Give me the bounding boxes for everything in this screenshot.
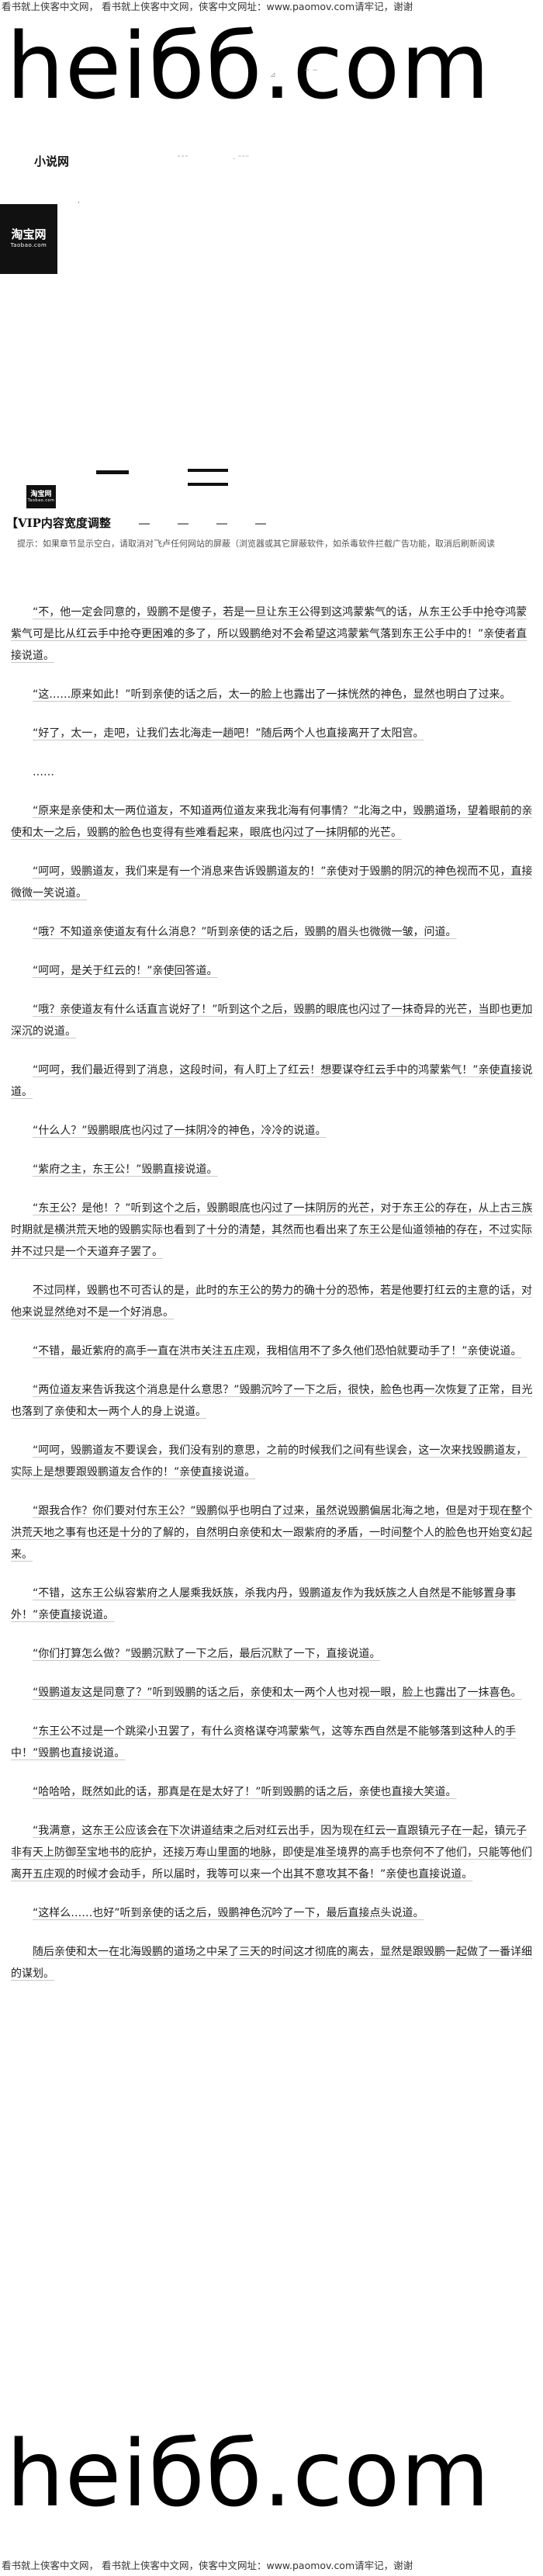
paragraph: “哦？亲使道友有什么话直言说好了！”听到这个之后，毁鹏的眼底也闪过了一抹奇异的光… [11,1004,533,1038]
paragraph: “呵呵，毁鹏道友，我们来是有一个消息来告诉毁鹏道友的！”亲使对于毁鹏的阴沉的神色… [11,865,533,900]
paragraph: “毁鹏道友这是同意了？”听到毁鹏的话之后，亲使和太一两个人也对视一眼，脸上也露出… [33,1687,522,1699]
watermark-top: heiбб.com [6,20,491,112]
top-banner: 看书就上侠客中文网， 看书就上侠客中文网，侠客中文网址：www.paomov.c… [2,1,413,12]
paragraph: …… [33,766,54,778]
paragraph: “这样么……也好”听到亲使的话之后，毁鹏神色沉吟了一下，最后直接点头说道。 [33,1907,424,1919]
logo-text: 淘宝网 [30,491,52,498]
paragraph: “什么人？”毁鹏眼底也闪过了一抹阴冷的神色，冷冷的说道。 [33,1125,327,1137]
notice-heading-text: 【VIP内容宽度调整 [6,516,111,530]
paragraph: “不，他一定会同意的，毁鹏不是傻子，若是一旦让东王公得到这鸿蒙紫气的话，从东王公… [11,606,527,662]
taobao-logo-small[interactable]: 淘宝网 Taobao.com [26,485,56,508]
taobao-logo[interactable]: 淘宝网 Taobao.com [0,204,57,274]
tiny-mark: ' [78,201,80,209]
paragraph: “紫府之主，东王公！”毁鹏直接说道。 [33,1163,218,1176]
paragraph: 随后亲使和太一在北海毁鹏的道场之中呆了三天的时间这才彻底的离去，显然是跟毁鹏一起… [11,1946,532,1980]
notice-text: 提示：如果章节显示空白，请取消对飞卢任何网站的屏蔽（浏览器或其它屏蔽软件，如杀毒… [17,539,495,549]
logo-subtext: Taobao.com [10,242,47,248]
paragraph: 不过同样，毁鹏也不可否认的是，此时的东王公的势力的确十分的恐怖，若是他要打红云的… [11,1285,532,1319]
paragraph: “两位道友来告诉我这个消息是什么意思？”毁鹏沉吟了一下之后，很快，脸色也再一次恢… [11,1384,533,1418]
notice-heading: 【VIP内容宽度调整 [6,515,266,531]
paragraph: “原来是亲使和太一两位道友，不知道两位道友来我北海有何事情？”北海之中，毁鹏道场… [11,805,533,839]
scribble-mark: ⊿ [270,71,276,79]
paragraph: “好了，太一，走吧，让我们去北海走一趟吧！”随后两个人也直接离开了太阳宫。 [33,727,424,740]
paragraph: “东王公？是他！？”听到这个之后，毁鹏眼底也闪过了一抹阴厉的光芒，对于东王公的存… [11,1202,533,1258]
paragraph: “东王公不过是一个跳梁小丑罢了，有什么资格谋夺鸿蒙紫气，这等东西自然是不能够落到… [11,1725,517,1760]
site-title[interactable]: 小说网 [34,154,70,168]
watermark-bottom: heiбб.com [6,2428,491,2519]
paragraph: “哦？不知道亲使道友有什么消息？”听到亲使的话之后，毁鹏的眉头也微微一皱，问道。 [33,926,457,938]
faint-mark: · ˜˜˜ [233,155,250,164]
paragraph: “呵呵，毁鹏道友不要误会，我们没有别的意思，之前的时候我们之间有些误会，这一次来… [11,1444,527,1479]
divider [177,523,188,525]
paragraph: “跟我合作？你们要对付东王公？”毁鹏似乎也明白了过来，虽然说毁鹏偏居北海之地，但… [11,1505,533,1561]
divider [216,523,227,525]
paragraph: “哈哈哈，既然如此的话，那真是在是太好了！”听到毁鹏的话之后，亲使也直接大笑道。 [33,1786,457,1798]
chapter-content: “不，他一定会同意的，毁鹏不是傻子，若是一旦让东王公得到这鸿蒙紫气的话，从东王公… [11,602,534,2002]
paragraph: “你们打算怎么做？”毁鹏沉默了一下之后，最后沉默了一下，直接说道。 [33,1648,381,1660]
divider [254,523,266,525]
faint-mark: ˜˜˜ [177,155,188,164]
scribble-mark: ∽ ∼ [304,67,318,75]
logo-text: 淘宝网 [11,227,47,241]
stroke-shapes [96,469,228,486]
logo-subtext: Taobao.com [27,498,55,503]
paragraph: “呵呵，我们最近得到了消息，这段时间，有人盯上了红云！想要谋夺红云手中的鸿蒙紫气… [11,1064,533,1098]
paragraph: “不错，最近紫府的高手一直在洪市关注五庄观，我相信用不了多久他们恐怕就要动手了！… [33,1345,522,1357]
paragraph: “这……原来如此！”听到亲使的话之后，太一的脸上也露出了一抹恍然的神色，显然也明… [33,688,511,701]
divider [138,523,150,525]
paragraph: “我满意，这东王公应该会在下次讲道结束之后对红云出手，因为现在红云一直跟镇元子在… [11,1825,532,1881]
decorative-strokes [93,466,248,500]
paragraph: “不错，这东王公纵容紫府之人屡乘我妖族，杀我内丹，毁鹏道友作为我妖族之人自然是不… [11,1587,517,1621]
bottom-banner: 看书就上侠客中文网， 看书就上侠客中文网，侠客中文网址：www.paomov.c… [2,2560,413,2571]
paragraph: “呵呵，是关于红云的！”亲使回答道。 [33,965,218,977]
